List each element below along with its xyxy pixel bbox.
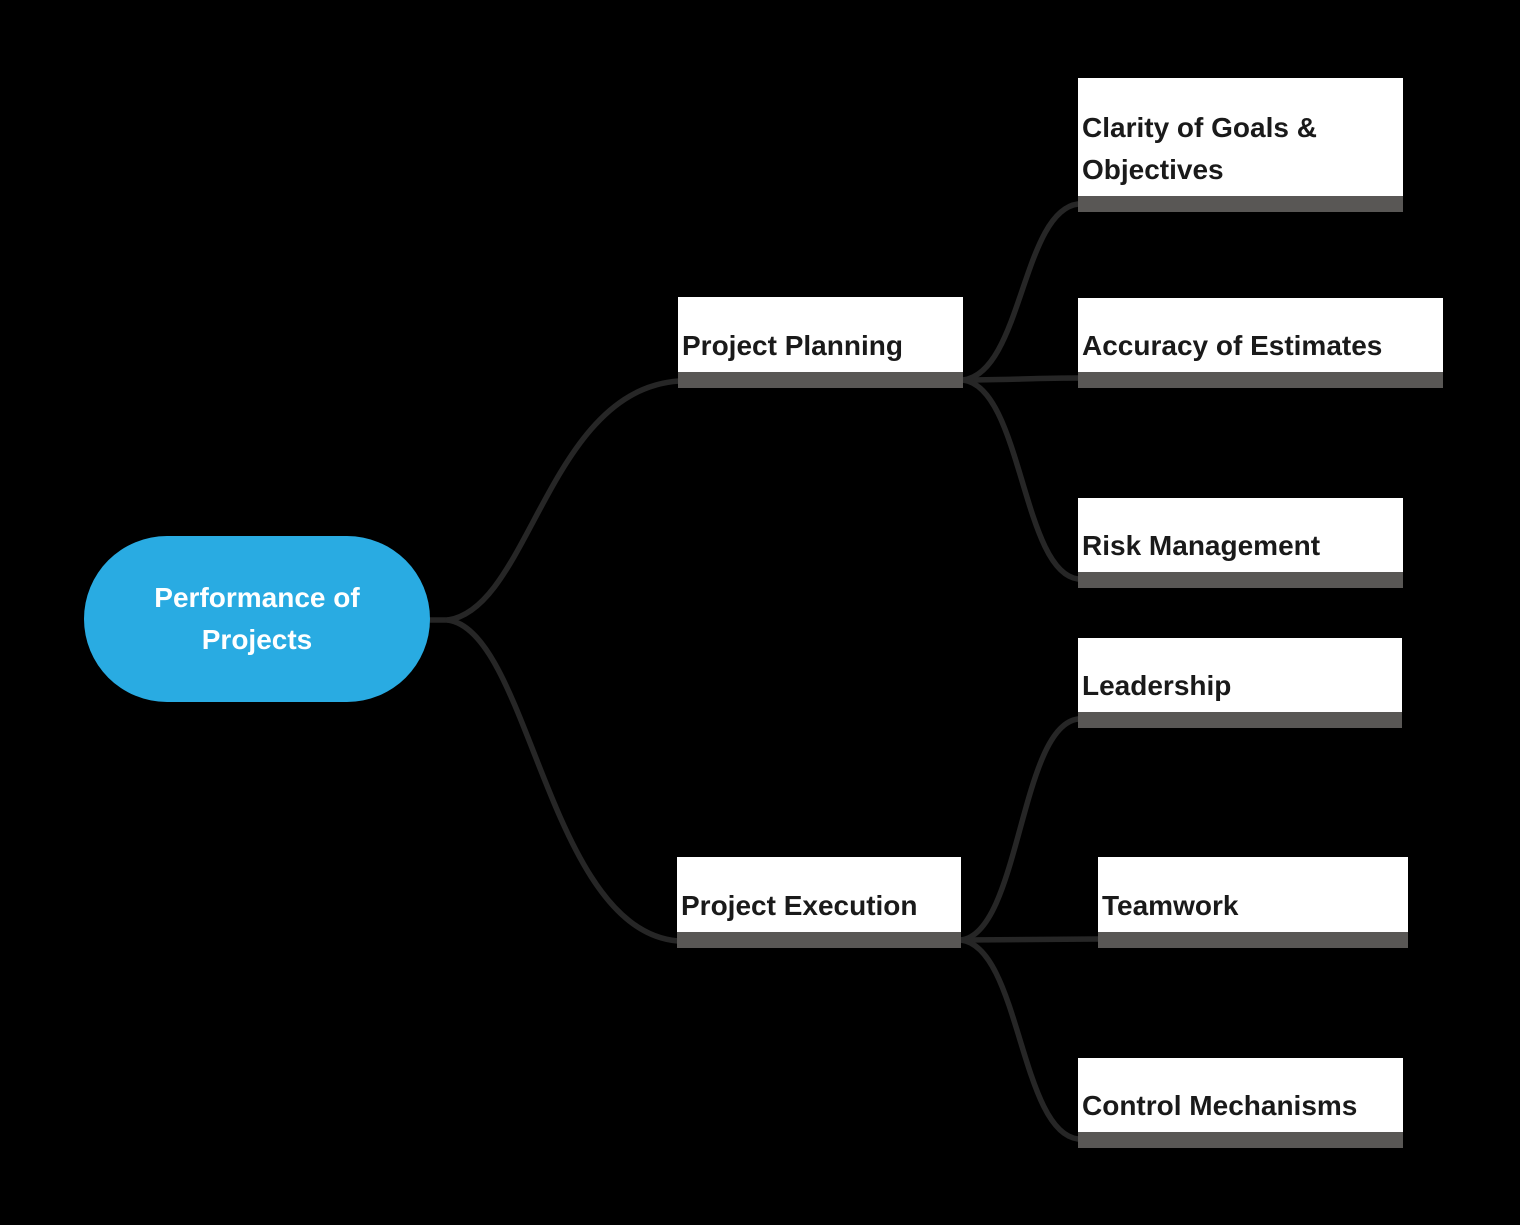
node-project-execution-label: Project Execution	[681, 890, 918, 921]
node-project-planning-label: Project Planning	[682, 330, 903, 361]
node-teamwork[interactable]: Teamwork	[1098, 857, 1408, 948]
node-underline	[678, 372, 963, 388]
connector-root-to-project-planning	[445, 378, 682, 623]
node-leadership[interactable]: Leadership	[1078, 638, 1402, 728]
node-underline	[1098, 932, 1408, 948]
node-clarity-label: Clarity of Goals & Objectives	[1082, 112, 1317, 185]
node-accuracy-of-estimates[interactable]: Accuracy of Estimates	[1078, 298, 1443, 388]
connector-root-to-project-execution	[445, 617, 681, 944]
connector-execution-to-control	[958, 937, 1081, 1142]
node-root-label-line1: Performance of	[154, 582, 360, 613]
node-clarity-of-goals-objectives[interactable]: Clarity of Goals & Objectives	[1078, 78, 1403, 212]
node-teamwork-label: Teamwork	[1102, 890, 1239, 921]
node-risk-label: Risk Management	[1082, 530, 1321, 561]
node-accuracy-label: Accuracy of Estimates	[1082, 330, 1383, 361]
node-underline	[1078, 712, 1402, 728]
node-leadership-label: Leadership	[1082, 670, 1232, 701]
node-underline	[677, 932, 961, 948]
node-underline	[1078, 372, 1443, 388]
connector-planning-to-clarity	[960, 201, 1081, 383]
node-risk-management[interactable]: Risk Management	[1078, 498, 1403, 588]
node-project-planning[interactable]: Project Planning	[678, 297, 963, 388]
node-root-performance-of-projects[interactable]: Performance of Projects	[84, 536, 430, 702]
node-underline	[1078, 196, 1403, 212]
connector-execution-to-teamwork	[958, 936, 1101, 943]
node-control-label: Control Mechanisms	[1082, 1090, 1358, 1121]
node-control-mechanisms[interactable]: Control Mechanisms	[1078, 1058, 1403, 1148]
node-project-execution[interactable]: Project Execution	[677, 857, 961, 948]
connector-planning-to-risk	[960, 377, 1081, 582]
connector-planning-to-accuracy	[960, 375, 1081, 383]
node-underline	[1078, 1132, 1403, 1148]
node-root-label-line2: Projects	[201, 624, 313, 655]
connector-execution-to-leadership	[958, 716, 1081, 943]
node-underline	[1078, 572, 1403, 588]
